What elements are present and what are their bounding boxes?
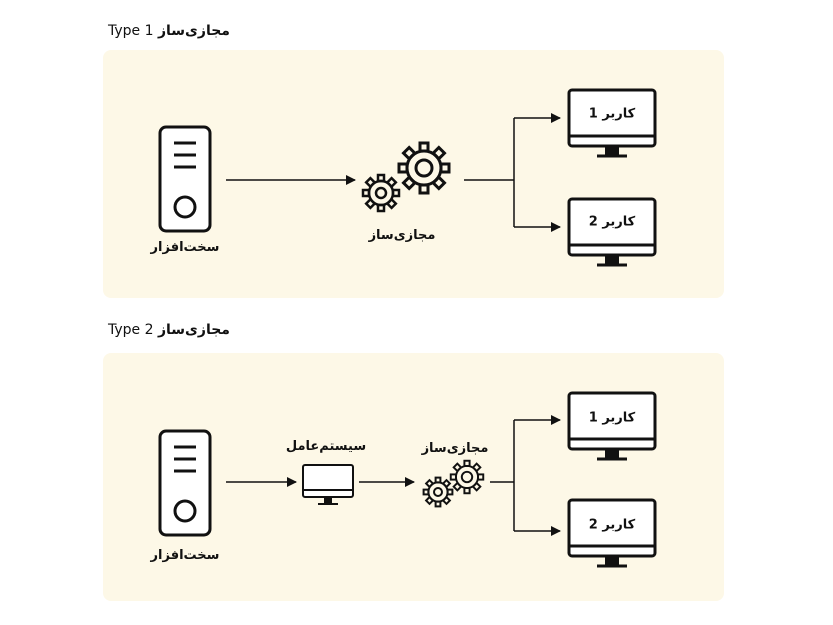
diagram1-hardware-label: سخت‌افزار	[150, 240, 220, 255]
diagram2-user2-monitor-icon	[567, 498, 657, 568]
diagram2-title: Type 2 مجازی‌ساز	[108, 322, 230, 338]
diagram1-hypervisor-gears-icon	[361, 141, 451, 213]
diagram1-branch-connector	[464, 118, 515, 227]
diagram2-hypervisor-label: مجازی‌ساز	[421, 441, 489, 456]
diagram1-hardware-server-icon	[158, 125, 212, 233]
diagram2-hypervisor-gears-icon	[422, 459, 485, 508]
diagram1-title-fa: مجازی‌ساز	[157, 23, 230, 39]
diagram1-user1-label: کاربر 1	[588, 106, 636, 122]
diagram2-user2-label: کاربر 2	[588, 517, 636, 533]
diagram2-hardware-server-icon	[158, 429, 212, 537]
diagram2-title-fa: مجازی‌ساز	[157, 322, 230, 338]
diagram1-user2-monitor-icon	[567, 197, 657, 267]
diagram2-os-label: سیستم‌عامل	[285, 439, 367, 454]
diagram1-user2-label: کاربر 2	[588, 214, 636, 230]
diagram2-user1-monitor-icon	[567, 391, 657, 461]
diagram1-title: Type 1 مجازی‌ساز	[108, 23, 230, 39]
diagram2-os-monitor-icon	[302, 464, 354, 505]
diagram1-title-latin: Type 1	[108, 23, 154, 39]
diagram2-hardware-label: سخت‌افزار	[150, 548, 220, 563]
diagram1-user1-monitor-icon	[567, 88, 657, 158]
diagram2-user1-label: کاربر 1	[588, 410, 636, 426]
diagram1-hypervisor-label: مجازی‌ساز	[368, 228, 436, 243]
diagram2-title-latin: Type 2	[108, 322, 154, 338]
diagram2-branch-connector	[490, 420, 515, 531]
